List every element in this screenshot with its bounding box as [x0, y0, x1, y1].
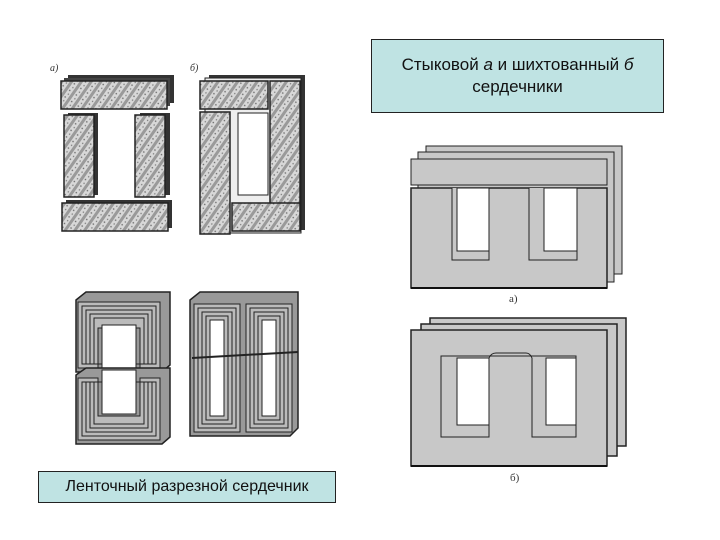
caption-box: Ленточный разрезной сердечник: [38, 471, 336, 503]
title-line-2: сердечники: [472, 77, 563, 96]
right-fig-label-a: а): [509, 293, 518, 305]
title-letter-a: а: [483, 55, 493, 74]
title-text-1: Стыковой: [401, 55, 484, 74]
title-text-2: и шихтованный: [492, 55, 624, 74]
title-letter-b: б: [623, 55, 634, 74]
fig-label-b: б): [190, 63, 199, 74]
fig-label-a: а): [50, 63, 59, 74]
caption-text: Ленточный разрезной сердечник: [65, 478, 309, 495]
title-box: Стыковой а и шихтованный б сердечники: [371, 39, 664, 113]
title-line-1: Стыковой а и шихтованный б: [402, 54, 634, 76]
right-fig-label-b: б): [510, 472, 520, 484]
